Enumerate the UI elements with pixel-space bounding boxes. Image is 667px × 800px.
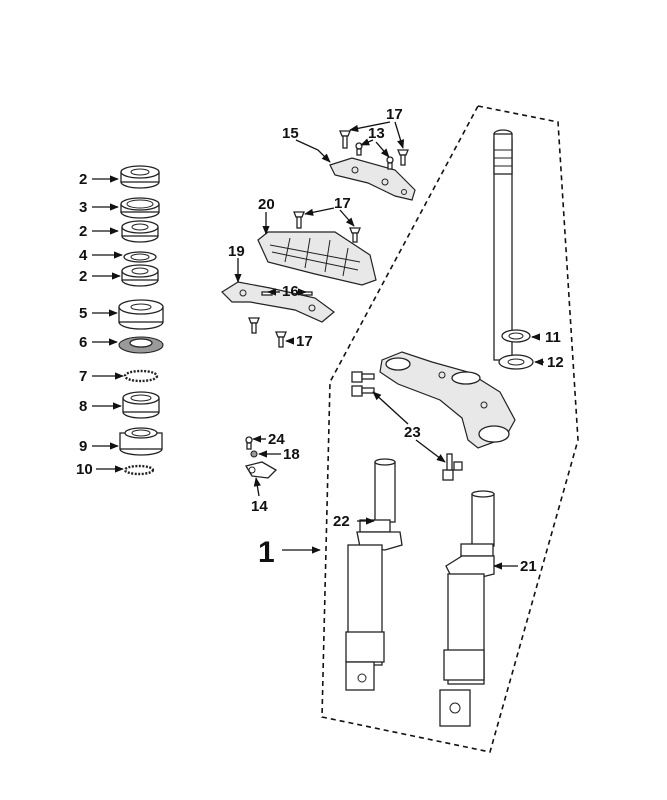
callout-20: 20	[258, 196, 275, 213]
callout-4: 4	[79, 247, 88, 264]
part-5-cup	[118, 299, 164, 330]
part-12-washer	[498, 354, 534, 370]
callout-8: 8	[79, 398, 87, 415]
callout-2-mid: 2	[79, 223, 87, 240]
part-20-cover	[257, 231, 377, 286]
part-14-clip	[244, 461, 278, 479]
callout-19: 19	[228, 243, 245, 260]
callout-2-top: 2	[79, 171, 87, 188]
callout-23: 23	[404, 424, 421, 441]
part-15-cover-plate	[329, 157, 416, 201]
callout-2-low: 2	[79, 268, 87, 285]
part-19-bracket	[221, 281, 335, 323]
callout-12: 12	[547, 354, 564, 371]
part-3-washer	[120, 197, 160, 219]
callout-11: 11	[545, 329, 561, 346]
callout-1-assembly: 1	[258, 536, 275, 569]
callout-9: 9	[79, 438, 87, 455]
callout-15: 15	[282, 125, 299, 142]
callout-17-low: 17	[296, 333, 313, 350]
part-2-nut-top	[120, 165, 160, 189]
screw-17-c	[293, 211, 305, 229]
callout-7: 7	[79, 368, 87, 385]
screw-bottom-a	[248, 317, 260, 334]
assembly-boundary	[321, 105, 579, 753]
part-8-bearing-cone	[122, 391, 160, 419]
callout-10: 10	[76, 461, 93, 478]
lower-crown	[379, 351, 516, 449]
screw-17-a	[339, 130, 351, 149]
callout-13: 13	[368, 125, 385, 142]
callout-14: 14	[251, 498, 268, 515]
part-2-nut-mid	[121, 220, 159, 243]
callout-6: 6	[79, 334, 87, 351]
callout-5: 5	[79, 305, 87, 322]
part-24-screw	[245, 436, 253, 450]
part-10-ball-race	[123, 464, 155, 476]
part-6-lock-nut	[118, 336, 164, 354]
part-21-fork-leg	[439, 490, 495, 727]
callout-3: 3	[79, 199, 87, 216]
screw-13-b	[386, 156, 394, 170]
part-11-seal	[501, 329, 531, 343]
callout-24: 24	[268, 431, 285, 448]
screw-17-d	[349, 227, 361, 243]
callout-18: 18	[283, 446, 300, 463]
callout-arrows	[92, 121, 544, 570]
callout-16: 16	[282, 283, 299, 300]
callout-21: 21	[520, 558, 537, 575]
callout-17-top: 17	[386, 106, 403, 123]
screw-17-e	[275, 331, 287, 348]
steering-stem	[493, 129, 513, 361]
callout-17-mid: 17	[334, 195, 351, 212]
callout-22: 22	[333, 513, 350, 530]
bolts-23	[351, 371, 463, 481]
part-4-ring	[123, 251, 157, 263]
screw-17-b	[397, 149, 409, 166]
part-22-fork-leg	[345, 458, 403, 691]
part-9-race-cup	[119, 427, 163, 456]
part-7-ball-race	[123, 369, 159, 383]
part-2-nut-low	[121, 264, 159, 287]
part-18-nut	[250, 450, 258, 458]
